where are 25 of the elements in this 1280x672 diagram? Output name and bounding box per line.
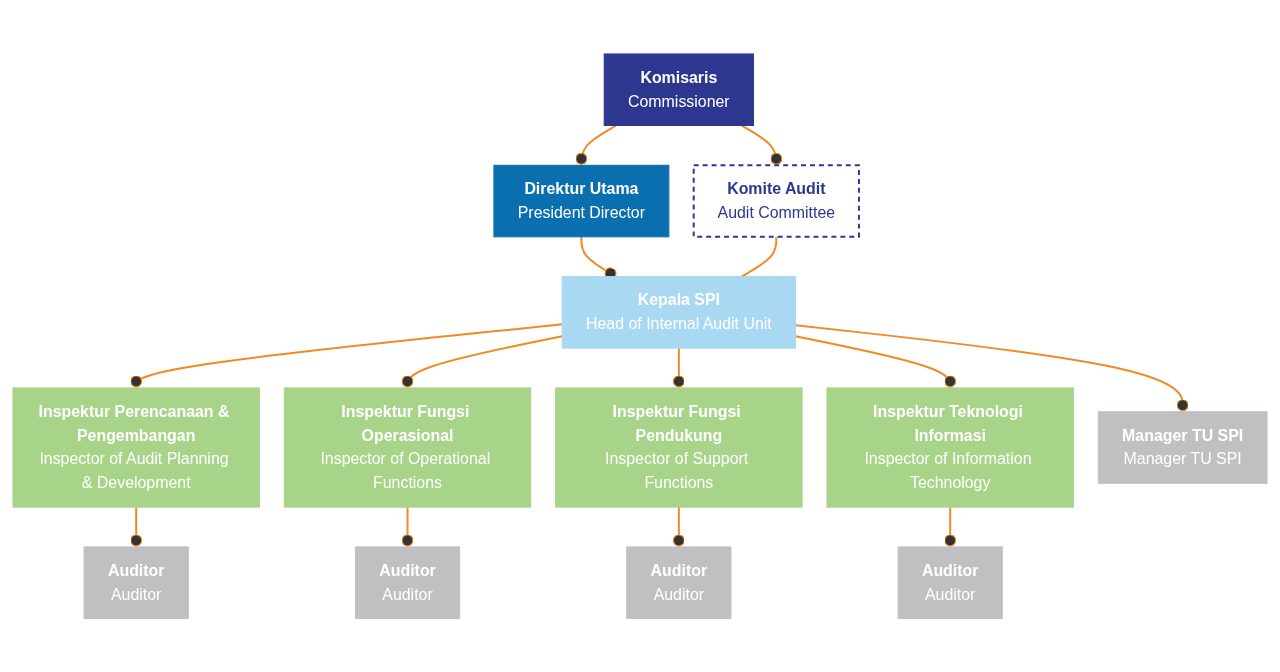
connector bbox=[401, 335, 564, 389]
connector bbox=[740, 124, 783, 167]
connector bbox=[130, 505, 143, 548]
connector bbox=[794, 324, 1189, 413]
node-box: Auditor Auditor bbox=[354, 546, 461, 619]
connector bbox=[575, 124, 618, 167]
node-box: Inspektur Teknologi Informasi Inspector of Information Technology bbox=[826, 387, 1074, 508]
node-box: Inspektur Fungsi Operasional Inspector of Operational Functions bbox=[283, 387, 532, 508]
connector bbox=[130, 323, 564, 389]
connector bbox=[794, 335, 957, 389]
node-box: Inspektur Perencanaan & Pengembangan Inspector of Audit Planning & Development bbox=[12, 387, 260, 508]
connector bbox=[672, 346, 685, 389]
node-box: Inspektur Fungsi Pendukung Inspector of Support Functions bbox=[555, 387, 803, 508]
node-box: Auditor Auditor bbox=[626, 546, 732, 619]
node-box: Komite Audit Audit Committee bbox=[692, 164, 860, 238]
connector bbox=[740, 235, 778, 278]
node-box: Manager TU SPI Manager TU SPI bbox=[1097, 411, 1268, 484]
node-box: Komisaris Commissioner bbox=[603, 53, 754, 126]
node-box: Direktur Utama President Director bbox=[493, 164, 670, 238]
connector bbox=[401, 505, 414, 548]
connector bbox=[944, 505, 957, 548]
node-box: Auditor Auditor bbox=[897, 546, 1003, 619]
connector bbox=[672, 505, 685, 548]
node-box: Kepala SPI Head of Internal Audit Unit bbox=[561, 275, 796, 349]
node-box: Auditor Auditor bbox=[83, 546, 189, 619]
